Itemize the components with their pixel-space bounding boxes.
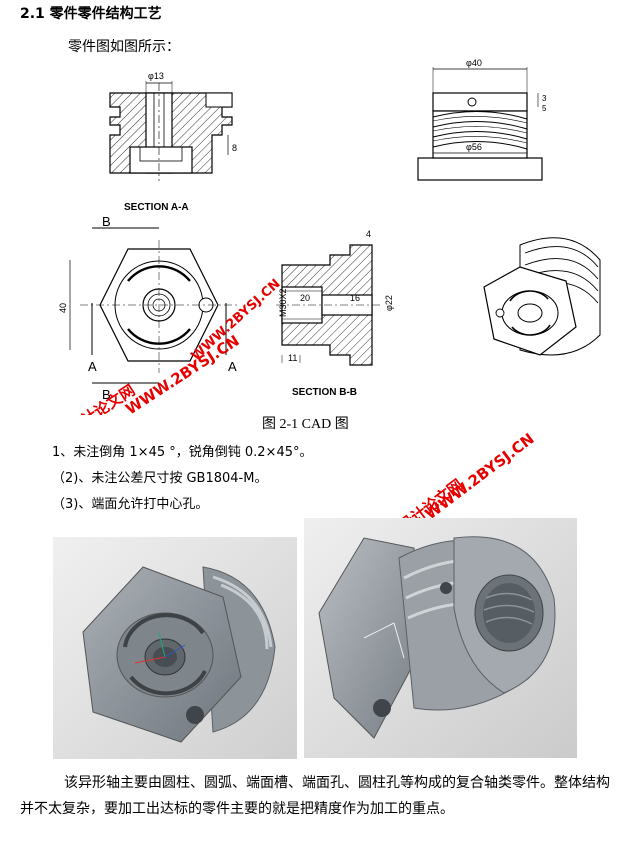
section-heading: 2.1 零件零件结构工艺 xyxy=(20,6,162,22)
cad-drawing: φ13 8 SECTION A-A φ40 φ56 3 5 40 xyxy=(40,58,601,415)
section-bb-view: 20 16 M30X2 φ22 4 11 SECTION B-B xyxy=(276,229,394,398)
intro-text: 零件图如图所示： xyxy=(68,39,180,55)
label-b-top: B xyxy=(102,214,111,229)
section-aa-view: φ13 8 SECTION A-A xyxy=(109,71,237,213)
label-a-left: A xyxy=(88,359,97,374)
dim-phi13: φ13 xyxy=(148,71,164,81)
dim-phi56: φ56 xyxy=(466,142,482,152)
dim-11: 11 xyxy=(288,353,297,363)
hex-top-view: 40 B B A A xyxy=(58,214,240,402)
section-aa-label: SECTION A-A xyxy=(124,202,189,213)
note-1: 1、未注倒角 1×45 °，锐角倒钝 0.2×45°。 xyxy=(52,445,313,460)
dim-8: 8 xyxy=(232,143,237,153)
dim-4: 4 xyxy=(366,229,371,239)
render-right xyxy=(304,518,577,758)
front-view: φ40 φ56 3 5 xyxy=(417,58,547,181)
body-paragraph: 该异形轴主要由圆柱、圆弧、端面槽、端面孔、圆柱孔等构成的复合轴类零件。整体结构并… xyxy=(20,775,610,817)
note-2: （2)、未注公差尺寸按 GB1804-M。 xyxy=(52,471,268,486)
dim-phi40: φ40 xyxy=(466,58,482,68)
figure-caption: 图 2-1 CAD 图 xyxy=(262,417,349,432)
label-a-right: A xyxy=(228,359,237,374)
dim-40: 40 xyxy=(58,303,68,313)
dim-5: 5 xyxy=(542,104,547,113)
svg-text:毕业设计论文网: 毕业设计论文网 xyxy=(40,381,138,415)
note-3: （3)、端面允许打中心孔。 xyxy=(52,497,209,512)
isometric-view xyxy=(483,237,601,356)
dim-3: 3 xyxy=(542,94,547,103)
label-b-bottom: B xyxy=(102,387,111,402)
watermark-1: 毕业设计论文网 xyxy=(40,381,138,415)
svg-text:WWW.2BYSJ.CN: WWW.2BYSJ.CN xyxy=(422,430,538,524)
dim-m30x2: M30X2 xyxy=(278,288,288,317)
dim-20: 20 xyxy=(300,293,310,303)
dim-phi22: φ22 xyxy=(384,295,394,311)
section-bb-label: SECTION B-B xyxy=(292,387,357,398)
dim-16: 16 xyxy=(350,293,360,303)
render-left xyxy=(53,537,297,759)
